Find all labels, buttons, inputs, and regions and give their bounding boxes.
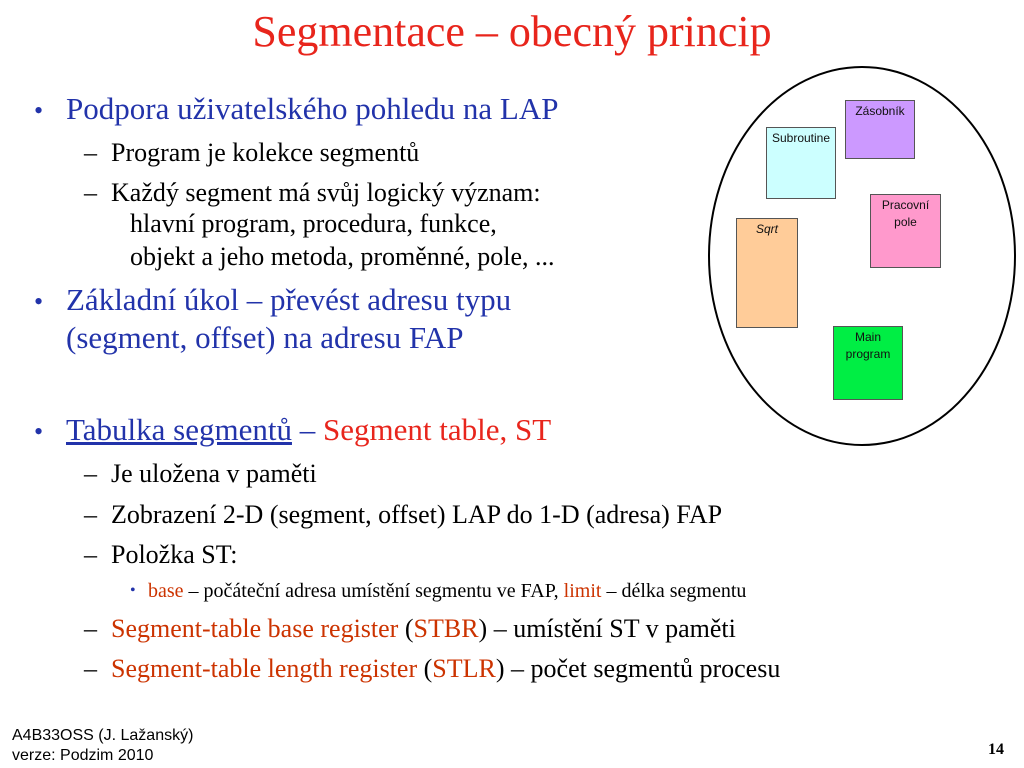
segments-diagram: Zásobník Subroutine Pracovní pole Sqrt M…	[706, 64, 1022, 448]
bullet-podpora: Podpora uživatelského pohledu na LAP	[66, 91, 559, 126]
segment-main-program: Main program	[833, 326, 903, 400]
bullet-marker: •	[34, 96, 44, 125]
bullet-marker: •	[34, 417, 44, 446]
stbr-abbr: STBR	[413, 614, 479, 643]
dash-marker: –	[84, 540, 97, 569]
sub-ulozena: Je uložena v paměti	[111, 459, 317, 488]
tabulka-separator: –	[291, 412, 323, 447]
segment-sqrt: Sqrt	[736, 218, 798, 328]
sub-kazdy-segment-cont1: hlavní program, procedura, funkce,	[130, 209, 497, 238]
segment-table-term: Segment table, ST	[322, 412, 552, 447]
sub-zobrazeni: Zobrazení 2-D (segment, offset) LAP do 1…	[111, 500, 723, 529]
stlr-open: (	[417, 654, 433, 683]
dash-marker: –	[84, 178, 97, 207]
tabulka-segmentu-link[interactable]: Tabulka segmentů	[66, 412, 292, 447]
term-base: base	[148, 580, 184, 602]
stlr-name: Segment-table length register	[111, 654, 418, 683]
dash-marker: –	[84, 500, 97, 529]
dash-marker: –	[84, 459, 97, 488]
sub-polozka-st: Položka ST:	[111, 540, 238, 569]
sub-kazdy-segment-cont2: objekt a jeho metoda, proměnné, pole, ..…	[130, 242, 555, 271]
bullet-tabulka-segmentu: Tabulka segmentů – Segment table, ST	[66, 412, 551, 448]
dash-marker: –	[84, 614, 97, 643]
term-limit: limit	[563, 580, 602, 602]
footer-version: verze: Podzim 2010	[12, 747, 154, 764]
sub-kazdy-segment: Každý segment má svůj logický význam:	[111, 178, 541, 207]
segment-subroutine-label: Subroutine	[771, 131, 831, 145]
sub-base-limit: base – počáteční adresa umístění segment…	[148, 578, 746, 604]
stlr-desc: ) – počet segmentů procesu	[495, 654, 781, 683]
bullet-zakladni-ukol-cont: (segment, offset) na adresu FAP	[66, 320, 464, 355]
segment-main-label-2: program	[845, 347, 891, 361]
segment-subroutine: Subroutine	[766, 127, 836, 199]
segment-pracovni-label-2: pole	[894, 215, 917, 229]
dash-marker: –	[84, 138, 97, 167]
segment-zasobnik-label: Zásobník	[855, 104, 905, 118]
limit-desc: – délka segmentu	[601, 580, 747, 602]
page-number: 14	[988, 741, 1004, 758]
segment-zasobnik: Zásobník	[845, 100, 915, 159]
segment-pracovni-label-1: Pracovní	[881, 198, 930, 212]
segment-main-label-1: Main	[854, 330, 881, 344]
bullet-marker: •	[130, 582, 136, 599]
stbr-open: (	[398, 614, 414, 643]
sub-stbr: Segment-table base register (STBR) – umí…	[111, 613, 736, 644]
bullet-marker: •	[34, 287, 44, 316]
stbr-desc: ) – umístění ST v paměti	[478, 614, 736, 643]
stbr-name: Segment-table base register	[111, 614, 399, 643]
footer-course: A4B33OSS (J. Lažanský)	[12, 727, 194, 744]
sub-stlr: Segment-table length register (STLR) – p…	[111, 653, 780, 684]
stlr-abbr: STLR	[432, 654, 496, 683]
dash-marker: –	[84, 654, 97, 683]
slide-title: Segmentace – obecný princip	[252, 7, 772, 56]
segment-sqrt-label: Sqrt	[755, 222, 778, 236]
segment-pracovni-pole: Pracovní pole	[870, 194, 941, 268]
sub-program-kolekce: Program je kolekce segmentů	[111, 138, 420, 167]
footer: A4B33OSS (J. Lažanský) verze: Podzim 201…	[12, 726, 193, 766]
bullet-zakladni-ukol: Základní úkol – převést adresu typu	[66, 282, 512, 317]
base-desc: – počáteční adresa umístění segmentu ve …	[183, 580, 564, 602]
